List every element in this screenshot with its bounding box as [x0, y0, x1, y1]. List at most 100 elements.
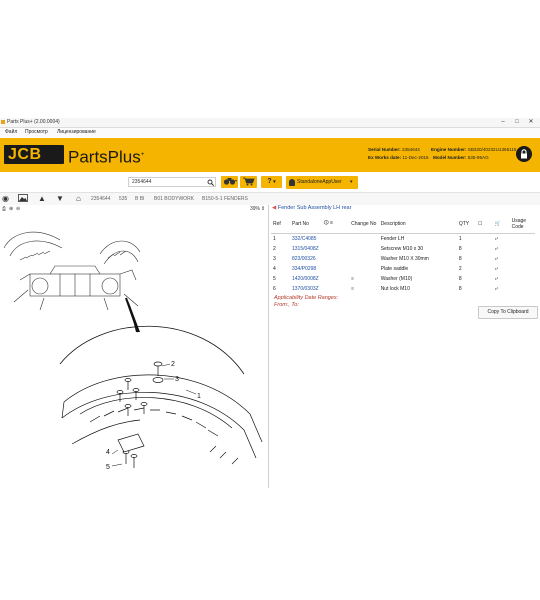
row-select[interactable] — [476, 274, 493, 284]
menu-licensing[interactable]: Лицензирование — [57, 129, 96, 135]
minimize-button[interactable]: – — [501, 119, 505, 125]
row-change — [349, 234, 379, 245]
checkbox-icon[interactable]: ☐ — [477, 220, 483, 227]
parts-panel-title: ◀ Fender Sub Assembly LH rear — [272, 204, 351, 212]
breadcrumb-serial[interactable]: 2354644 — [91, 196, 111, 202]
col-description[interactable]: Description — [378, 214, 457, 234]
breadcrumb-model[interactable]: 535 — [119, 196, 128, 202]
row-select[interactable] — [476, 284, 493, 294]
row-usage — [510, 274, 535, 284]
parts-table-header: Ref Part No 🛈 ≡ Change No Description QT… — [271, 214, 535, 234]
col-select: ☐ — [475, 214, 493, 234]
zoom-in-icon[interactable]: ⊕ — [9, 206, 14, 212]
col-qty[interactable]: QTY — [456, 214, 476, 234]
add-to-cart-icon[interactable]: ⤶ — [494, 286, 499, 292]
row-description: Setscrew M10 x 30 — [380, 246, 424, 252]
print-icon[interactable]: ⎙ — [2, 206, 7, 212]
maximize-button[interactable]: □ — [515, 119, 519, 125]
search-icon[interactable] — [207, 179, 214, 188]
menu-view[interactable]: Просмотр — [25, 129, 48, 135]
col-ref[interactable]: Ref — [271, 214, 290, 234]
lock-icon[interactable] — [516, 146, 532, 162]
cart-icon — [242, 177, 255, 186]
col-usage-code[interactable]: Usage Code — [509, 214, 535, 234]
add-to-cart-icon[interactable]: ⤶ — [494, 256, 499, 262]
serial-info: Serial Number: 2354644 — [368, 147, 420, 153]
table-row[interactable]: 1 332/C4085 Fender LH 1 ⤶ — [271, 234, 535, 245]
row-part-no[interactable]: 334/P0298 — [292, 266, 317, 272]
copy-to-clipboard-button[interactable]: Copy To Clipboard — [478, 306, 538, 319]
navigation-bar: ◉ ▲ ▼ ⌂ 2354644 535 B BI B01 BODYWORK B1… — [0, 193, 540, 205]
info-icon: 🛈 — [323, 219, 329, 226]
up-arrow-icon[interactable]: ▲ — [38, 194, 46, 203]
row-ref: 3 — [273, 256, 276, 262]
row-change — [349, 264, 379, 274]
chevron-down-icon: ▾ — [271, 179, 276, 185]
table-row[interactable]: 3 823/00326 Washer M10 X 30mm 8 ⤶ — [271, 254, 535, 264]
row-usage — [510, 244, 535, 254]
help-label: ? — [267, 178, 272, 185]
row-description: Washer M10 X 30mm — [380, 256, 429, 262]
col-part-no[interactable]: Part No — [290, 214, 322, 234]
binoculars-button[interactable] — [221, 176, 238, 188]
table-row[interactable]: 6 1370/0303Z ≡ Nut lock M10 8 ⤶ — [271, 284, 535, 294]
cart-button[interactable] — [240, 176, 257, 188]
breadcrumb-section[interactable]: B BI — [135, 196, 145, 202]
serial-value: 2354644 — [401, 147, 420, 152]
row-select[interactable] — [476, 244, 493, 254]
user-menu-button[interactable]: StandaloneAppUser ▾ — [286, 176, 358, 189]
back-arrow-icon[interactable]: ◀ — [272, 205, 277, 211]
table-row[interactable]: 5 1420/0008Z ≡ Washer (M10) 8 ⤶ — [271, 274, 535, 284]
breadcrumb-page[interactable]: B150-5-1 FENDERS — [202, 196, 248, 202]
row-part-no[interactable]: 1315/0408Z — [292, 246, 319, 252]
add-to-cart-icon[interactable]: ⤶ — [494, 276, 499, 282]
app-icon — [1, 120, 5, 124]
row-part-no[interactable]: 332/C4085 — [292, 236, 317, 242]
app-name-mark: + — [140, 152, 145, 158]
help-button[interactable]: ? ▾ — [261, 176, 282, 188]
engine-label: Engine Number: — [431, 147, 467, 152]
model-value: 535-95AG — [467, 155, 489, 160]
row-description: Nut lock M10 — [380, 286, 410, 292]
close-button[interactable]: ✕ — [528, 119, 534, 125]
exworks-info: Ex Works date: 11-Dec-2015 — [368, 155, 429, 161]
image-icon[interactable] — [18, 194, 28, 205]
row-description: Washer (M10) — [380, 276, 413, 282]
add-to-cart-icon[interactable]: ⤶ — [494, 236, 499, 242]
breadcrumb-group[interactable]: B01 BODYWORK — [154, 196, 195, 202]
row-qty: 8 — [458, 256, 462, 262]
engine-info: Engine Number: SB320/40232U1365115 — [431, 147, 516, 153]
row-ref: 2 — [273, 246, 276, 252]
zoom-level: 39% — [250, 206, 261, 212]
row-part-no[interactable]: 1420/0008Z — [292, 276, 319, 282]
panel-divider[interactable] — [268, 205, 269, 488]
menu-file[interactable]: Файл — [5, 129, 18, 135]
row-select[interactable] — [476, 264, 493, 274]
row-part-no[interactable]: 823/00326 — [292, 256, 316, 262]
brand-header: JCB PartsPlus+ Serial Number: 2354644 En… — [0, 138, 540, 172]
table-row[interactable]: 4 334/P0298 Plate saddle 2 ⤶ — [271, 264, 535, 274]
chevron-down-icon: ▾ — [350, 179, 353, 185]
parts-panel-title-text: Fender Sub Assembly LH rear — [277, 205, 352, 211]
home-icon[interactable]: ⌂ — [76, 194, 81, 203]
title-bar: Parts Plus+ (2.00.0004) – □ ✕ — [0, 118, 540, 128]
fit-icon[interactable]: ⇕ — [261, 206, 266, 212]
callout-4: 4 — [106, 449, 110, 456]
row-select[interactable] — [476, 234, 493, 245]
down-arrow-icon[interactable]: ▼ — [56, 194, 64, 203]
add-to-cart-icon[interactable]: ⤶ — [494, 246, 499, 252]
search-input[interactable] — [128, 177, 216, 187]
list-icon: ≡ — [330, 219, 334, 226]
row-usage — [510, 284, 535, 294]
table-row[interactable]: 2 1315/0408Z Setscrew M10 x 30 8 ⤶ — [271, 244, 535, 254]
callout-5: 5 — [106, 464, 110, 471]
row-select[interactable] — [476, 254, 493, 264]
col-change-no[interactable]: Change No — [349, 214, 379, 234]
row-part-no[interactable]: 1370/0303Z — [292, 286, 319, 292]
parts-table: Ref Part No 🛈 ≡ Change No Description QT… — [271, 214, 535, 294]
exploded-diagram[interactable]: 2 3 1 4 5 — [0, 214, 267, 488]
app-name: PartsPlus+ — [68, 145, 144, 168]
add-to-cart-icon[interactable]: ⤶ — [494, 266, 499, 272]
target-icon[interactable]: ◉ — [2, 194, 9, 203]
zoom-out-icon[interactable]: ⊖ — [16, 206, 21, 212]
